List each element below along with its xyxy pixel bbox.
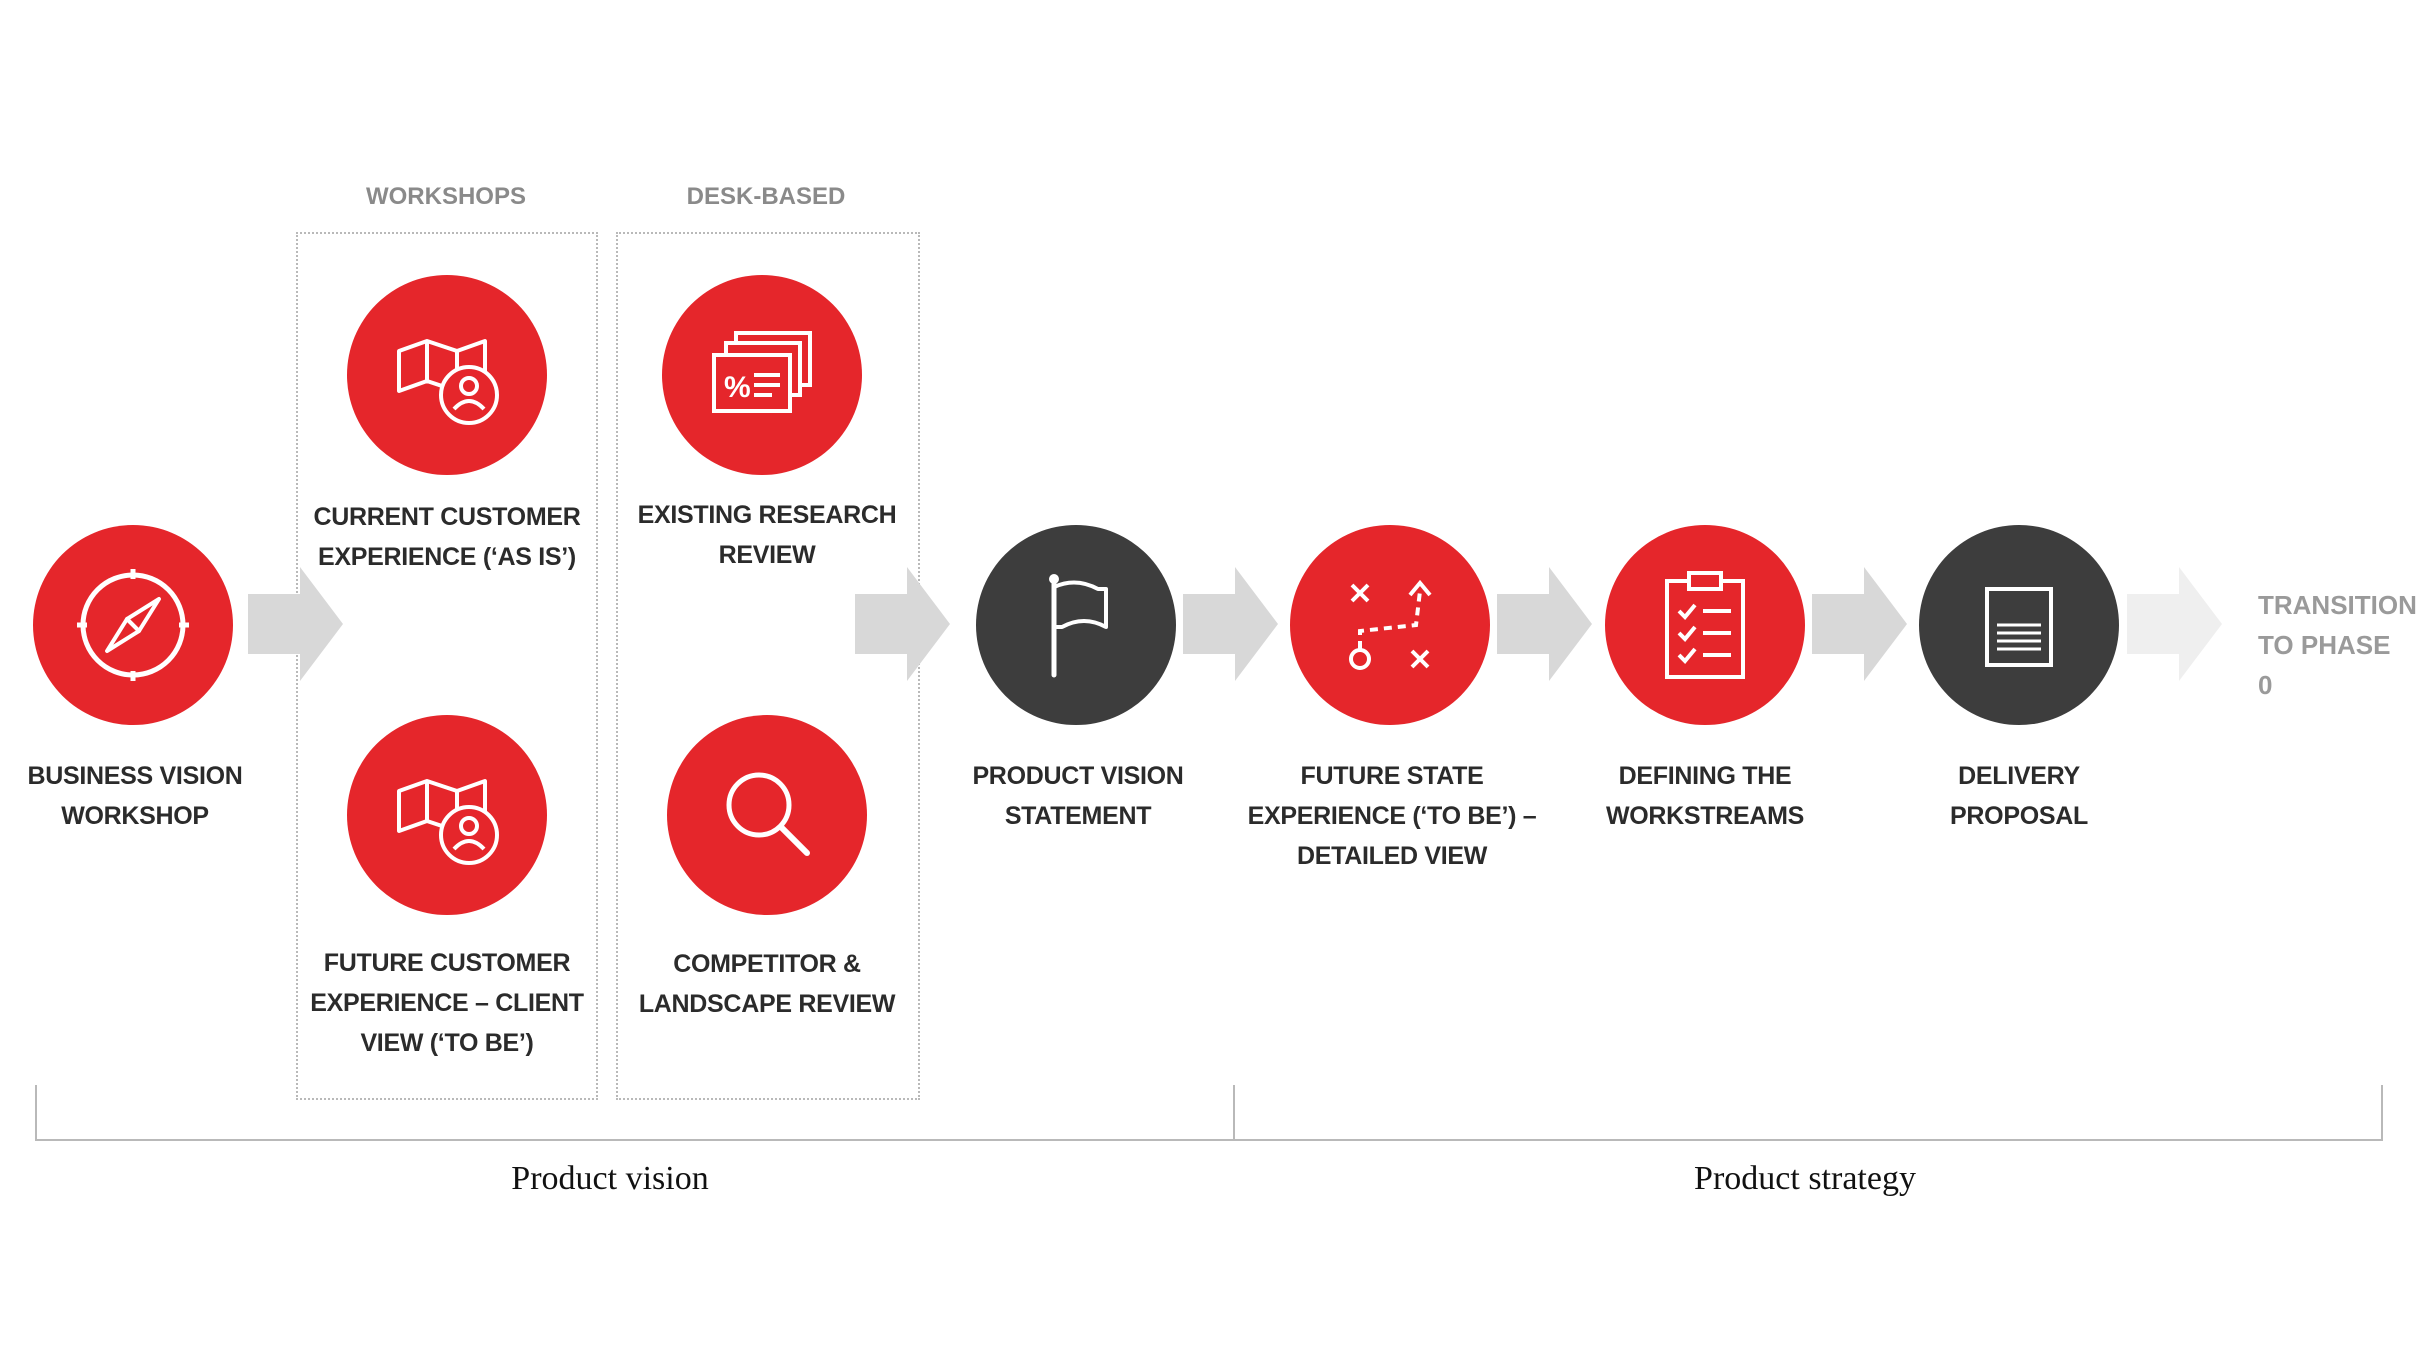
vision-bracket-bottom: [35, 1139, 1235, 1141]
product-vision-step: [976, 525, 1176, 725]
desk-based-title: DESK-BASED: [686, 183, 846, 210]
compass-icon: [77, 569, 189, 681]
phase-divider: [1233, 1085, 1235, 1141]
future-cx-label: FUTURE CUSTOMER EXPERIENCE – CLIENT VIEW…: [310, 949, 584, 1057]
transition-label: TRANSITION TO PHASE 0: [2258, 590, 2417, 700]
strategy-bracket-bottom: [1235, 1139, 2383, 1141]
future-state-label: FUTURE STATE EXPERIENCE (‘TO BE’) – DETA…: [1247, 762, 1537, 870]
current-cx-step: [347, 275, 547, 475]
competitor-label: COMPETITOR & LANDSCAPE REVIEW: [638, 950, 896, 1018]
clipboard-checklist-icon: [1665, 571, 1745, 679]
document-icon: [1985, 587, 2053, 667]
desk-based-group: [616, 232, 920, 1100]
competitor-step: [667, 715, 867, 915]
arrow-1: [248, 567, 343, 681]
arrow-6: [2127, 567, 2222, 681]
delivery-label: DELIVERY PROPOSAL: [1950, 762, 2088, 830]
magnifier-icon: [726, 772, 810, 856]
future-state-step: [1290, 525, 1490, 725]
vision-bracket-left: [35, 1085, 37, 1141]
product-vision-label: PRODUCT VISION STATEMENT: [972, 762, 1184, 830]
documents-percent-icon: %: [712, 331, 812, 413]
flag-icon: [1049, 574, 1108, 678]
map-person-icon: [397, 779, 499, 865]
strategy-bracket-right: [2381, 1085, 2383, 1141]
strategy-play-icon: [1349, 579, 1432, 670]
current-cx-label: CURRENT CUSTOMER EXPERIENCE (‘AS IS’): [313, 503, 581, 571]
future-cx-step: [347, 715, 547, 915]
svg-text:%: %: [724, 371, 751, 404]
product-vision-phase: Product vision: [511, 1160, 709, 1197]
arrow-3: [1183, 567, 1278, 681]
workshops-title: WORKSHOPS: [365, 183, 526, 210]
existing-research-label: EXISTING RESEARCH REVIEW: [637, 501, 897, 569]
arrow-2: [855, 567, 950, 681]
arrow-5: [1812, 567, 1907, 681]
business-vision-step: [33, 525, 233, 725]
business-vision-label: BUSINESS VISION WORKSHOP: [27, 762, 243, 830]
delivery-step: [1919, 525, 2119, 725]
workstreams-label: DEFINING THE WORKSTREAMS: [1605, 762, 1805, 830]
workshops-group: [296, 232, 598, 1100]
product-strategy-phase: Product strategy: [1694, 1160, 1916, 1197]
existing-research-step: %: [662, 275, 862, 475]
arrow-4: [1497, 567, 1592, 681]
workstreams-step: [1605, 525, 1805, 725]
map-person-icon: [397, 339, 499, 425]
